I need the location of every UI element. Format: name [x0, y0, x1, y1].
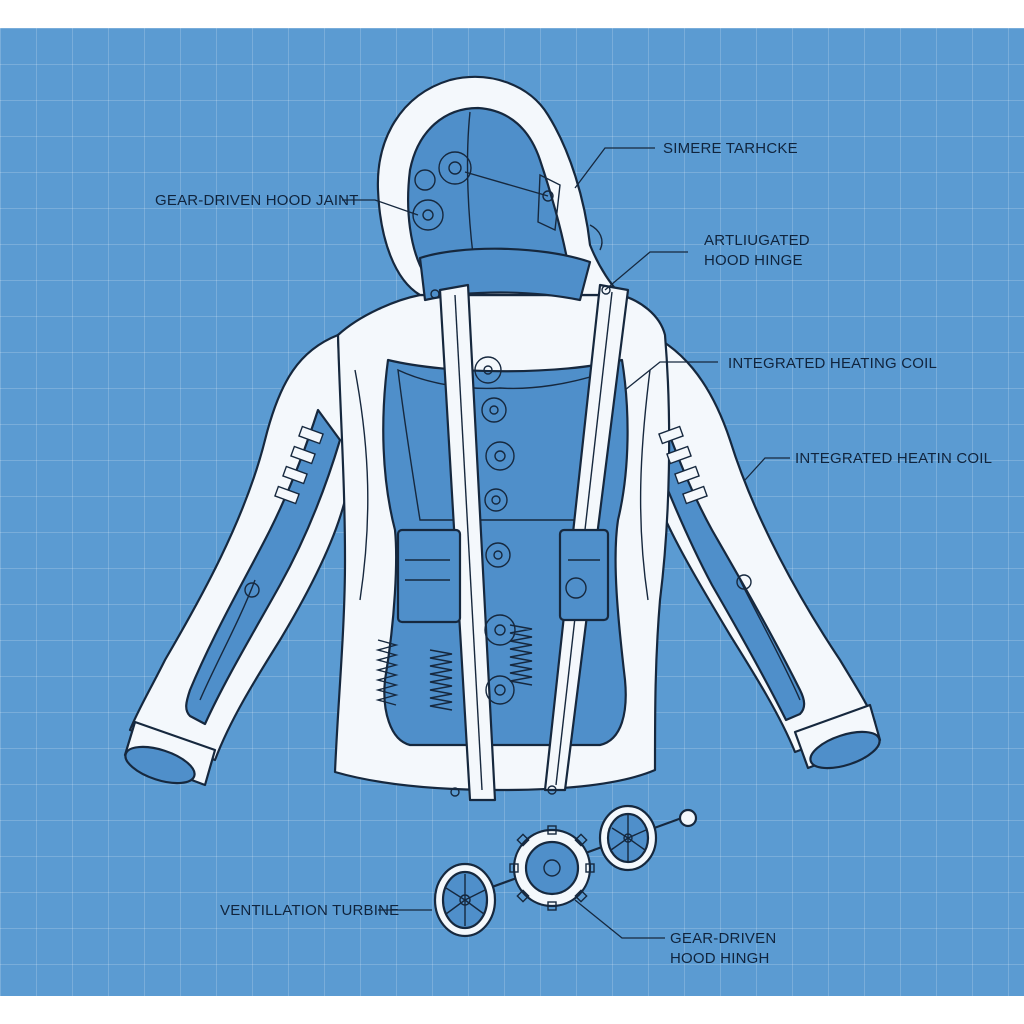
callout-top-right: SIMERE TARHCKE	[663, 140, 798, 157]
left-front-placket	[438, 283, 497, 802]
leader-lines	[342, 147, 790, 939]
rivets	[430, 285, 611, 797]
right-coil-port	[736, 574, 752, 590]
callout-gear-hinge-line1: GEAR-DRIVEN	[670, 930, 776, 947]
callouts: SIMERE TARHCKE GEAR-DRIVEN HOOD JAINT AR…	[155, 140, 992, 967]
left-heating-coil	[199, 425, 324, 701]
blueprint-background: SIMERE TARHCKE GEAR-DRIVEN HOOD JAINT AR…	[0, 28, 1024, 996]
callout-turbine: VENTILLATION TURBINE	[220, 902, 399, 919]
right-side-seam	[639, 369, 651, 601]
turbine-icon	[433, 804, 698, 938]
callout-heating-coil-1: INTEGRATED HEATING COIL	[728, 355, 937, 372]
callout-gear-hinge-line2: HOOD HINGH	[670, 950, 770, 967]
hood-inner	[407, 106, 572, 277]
right-sleeve	[638, 328, 877, 754]
left-sleeve-inner-panel	[185, 408, 342, 726]
left-sleeve	[128, 333, 347, 762]
left-cuff-opening	[124, 745, 196, 785]
callout-hood-joint: GEAR-DRIVEN HOOD JAINT	[155, 192, 359, 209]
jacket	[123, 75, 882, 802]
left-side-seam	[354, 369, 369, 601]
zipper	[454, 294, 483, 791]
right-heating-coil	[658, 425, 801, 701]
right-cuff-opening	[809, 730, 881, 770]
callout-hood-hinge-line2: HOOD HINGE	[704, 252, 803, 269]
callout-hood-hinge-line1: ARTLIUGATED	[704, 232, 810, 249]
jacket-diagram: SIMERE TARHCKE GEAR-DRIVEN HOOD JAINT AR…	[123, 75, 992, 967]
pocket-stitching	[405, 559, 600, 599]
right-chest-pocket	[558, 528, 610, 622]
callout-heating-coil-2: INTEGRATED HEATIN COIL	[795, 450, 992, 467]
spring-icon	[375, 624, 533, 711]
left-chest-pocket	[396, 528, 462, 624]
right-sleeve-inner-panel	[648, 408, 806, 722]
left-coil-port	[244, 582, 260, 598]
hinge-icon	[464, 171, 603, 251]
gear-icon	[412, 151, 516, 705]
